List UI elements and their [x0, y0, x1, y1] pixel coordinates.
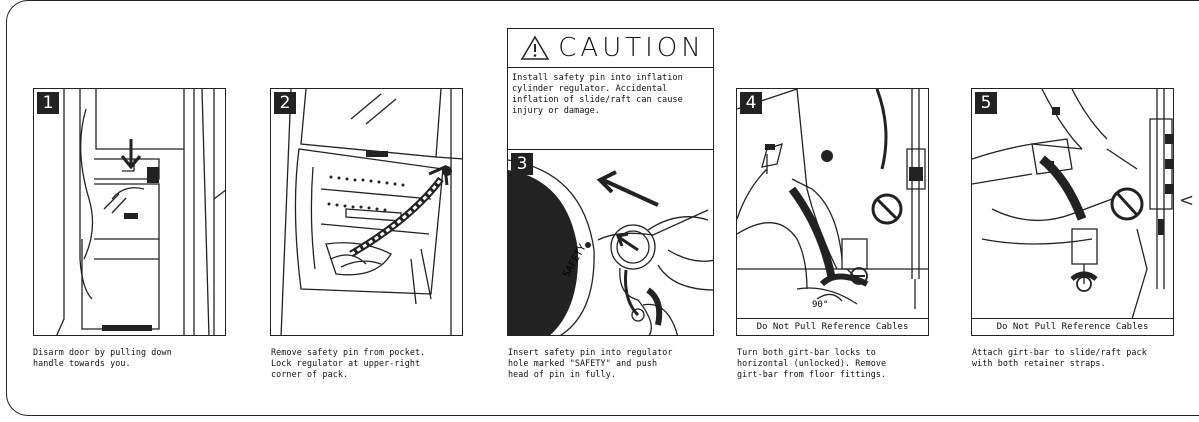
step-3-illustration: SAFETY — [508, 150, 714, 336]
step-2-number: 2 — [274, 92, 296, 114]
step-3-panel: 3 SAFETY — [507, 149, 714, 336]
step-5-number: 5 — [975, 92, 997, 114]
step-4-caption: Turn both girt-bar locks to horizontal (… — [737, 347, 937, 380]
step-2-caption: Remove safety pin from pocket. Lock regu… — [271, 347, 471, 380]
step-4-number: 4 — [740, 92, 762, 114]
step-4-panel: 4 90° — [736, 88, 929, 336]
step-2-panel: 2 — [270, 88, 463, 336]
step-3-caption: Insert safety pin into regulator hole ma… — [508, 347, 708, 380]
step-1-number: 1 — [37, 92, 59, 114]
step-5-caption: Attach girt-bar to slide/raft pack with … — [972, 347, 1172, 369]
angle-label: 90° — [812, 300, 828, 310]
caution-header: CAUTION — [507, 28, 714, 68]
step-2-illustration — [271, 89, 463, 336]
step-4-illustration: 90° — [737, 89, 929, 336]
step-4-reference-label: Do Not Pull Reference Cables — [737, 318, 928, 335]
step-1-panel: 1 — [33, 88, 226, 336]
step-1-caption: Disarm door by pulling down handle towar… — [33, 347, 233, 369]
caution-title: CAUTION — [550, 29, 713, 67]
step-5-panel: 5 — [971, 88, 1174, 336]
next-arrow[interactable]: < — [1179, 190, 1194, 211]
step-5-reference-label: Do Not Pull Reference Cables — [972, 318, 1173, 335]
warning-triangle-icon — [520, 35, 550, 61]
no-symbol-icon — [873, 195, 901, 223]
step-3-number: 3 — [511, 153, 533, 175]
step-1-illustration — [34, 89, 226, 336]
step-5-illustration — [972, 89, 1174, 336]
no-symbol-icon — [1112, 189, 1142, 219]
